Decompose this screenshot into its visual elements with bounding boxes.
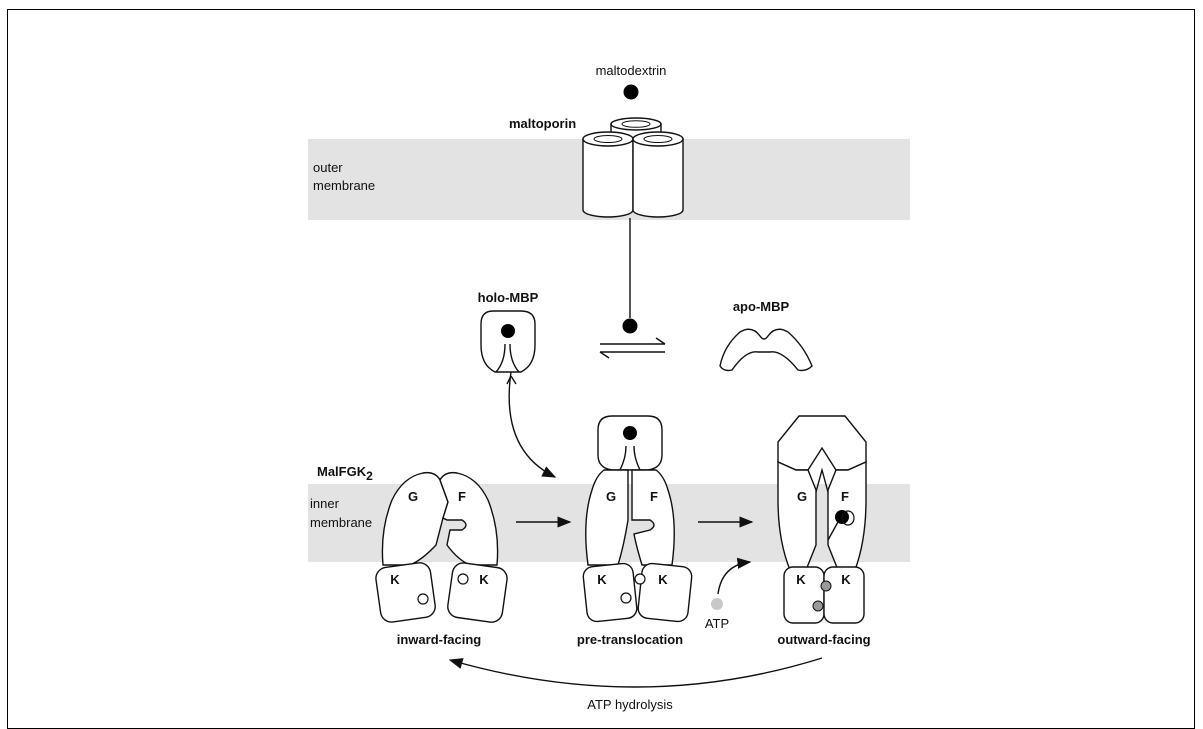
- atp-hydrolysis-arrow: [450, 658, 822, 687]
- periplasmic-maltodextrin: [623, 319, 638, 334]
- outer-membrane-label-line2: membrane: [313, 178, 375, 193]
- atp-molecule: [711, 598, 723, 610]
- inward-facing-label: inward-facing: [397, 632, 482, 647]
- inward-g-label: G: [408, 489, 418, 504]
- maltoporin-label: maltoporin: [509, 116, 576, 131]
- pre-translocation-label: pre-translocation: [577, 632, 683, 647]
- pre-k-left-label: K: [597, 572, 607, 587]
- binding-equilibrium-arrows: [600, 338, 665, 358]
- holo-mbp-protein: [481, 311, 535, 372]
- mbp-docking-arrow: [509, 372, 555, 477]
- pre-g-label: G: [606, 489, 616, 504]
- apo-mbp-protein: [720, 329, 812, 370]
- inward-f-label: F: [458, 489, 466, 504]
- inward-k-right-label: K: [479, 572, 489, 587]
- apo-mbp-label: apo-MBP: [733, 299, 790, 314]
- inward-k-left-label: K: [390, 572, 400, 587]
- atp-binding-arrow: [718, 562, 750, 594]
- outward-g-label: G: [797, 489, 807, 504]
- outward-k-left-label: K: [796, 572, 806, 587]
- outward-k-right-label: K: [841, 572, 851, 587]
- atp-label: ATP: [705, 616, 729, 631]
- pre-f-label: F: [650, 489, 658, 504]
- atp-hydrolysis-label: ATP hydrolysis: [587, 697, 673, 712]
- maltodextrin-molecule: [624, 85, 639, 100]
- outward-f-label: F: [841, 489, 849, 504]
- outer-membrane-label-line1: outer: [313, 160, 343, 175]
- mbp-docking-arrow-tail: [507, 376, 516, 384]
- malfgk2-label: MalFGK2: [317, 464, 373, 483]
- inner-membrane-label-line1: inner: [310, 496, 340, 511]
- outward-facing-label: outward-facing: [777, 632, 870, 647]
- inner-membrane-label-line2: membrane: [310, 515, 372, 530]
- holo-mbp-label: holo-MBP: [478, 290, 539, 305]
- maltodextrin-label: maltodextrin: [596, 63, 667, 78]
- maltoporin-trimer: [583, 118, 683, 217]
- pre-k-right-label: K: [658, 572, 668, 587]
